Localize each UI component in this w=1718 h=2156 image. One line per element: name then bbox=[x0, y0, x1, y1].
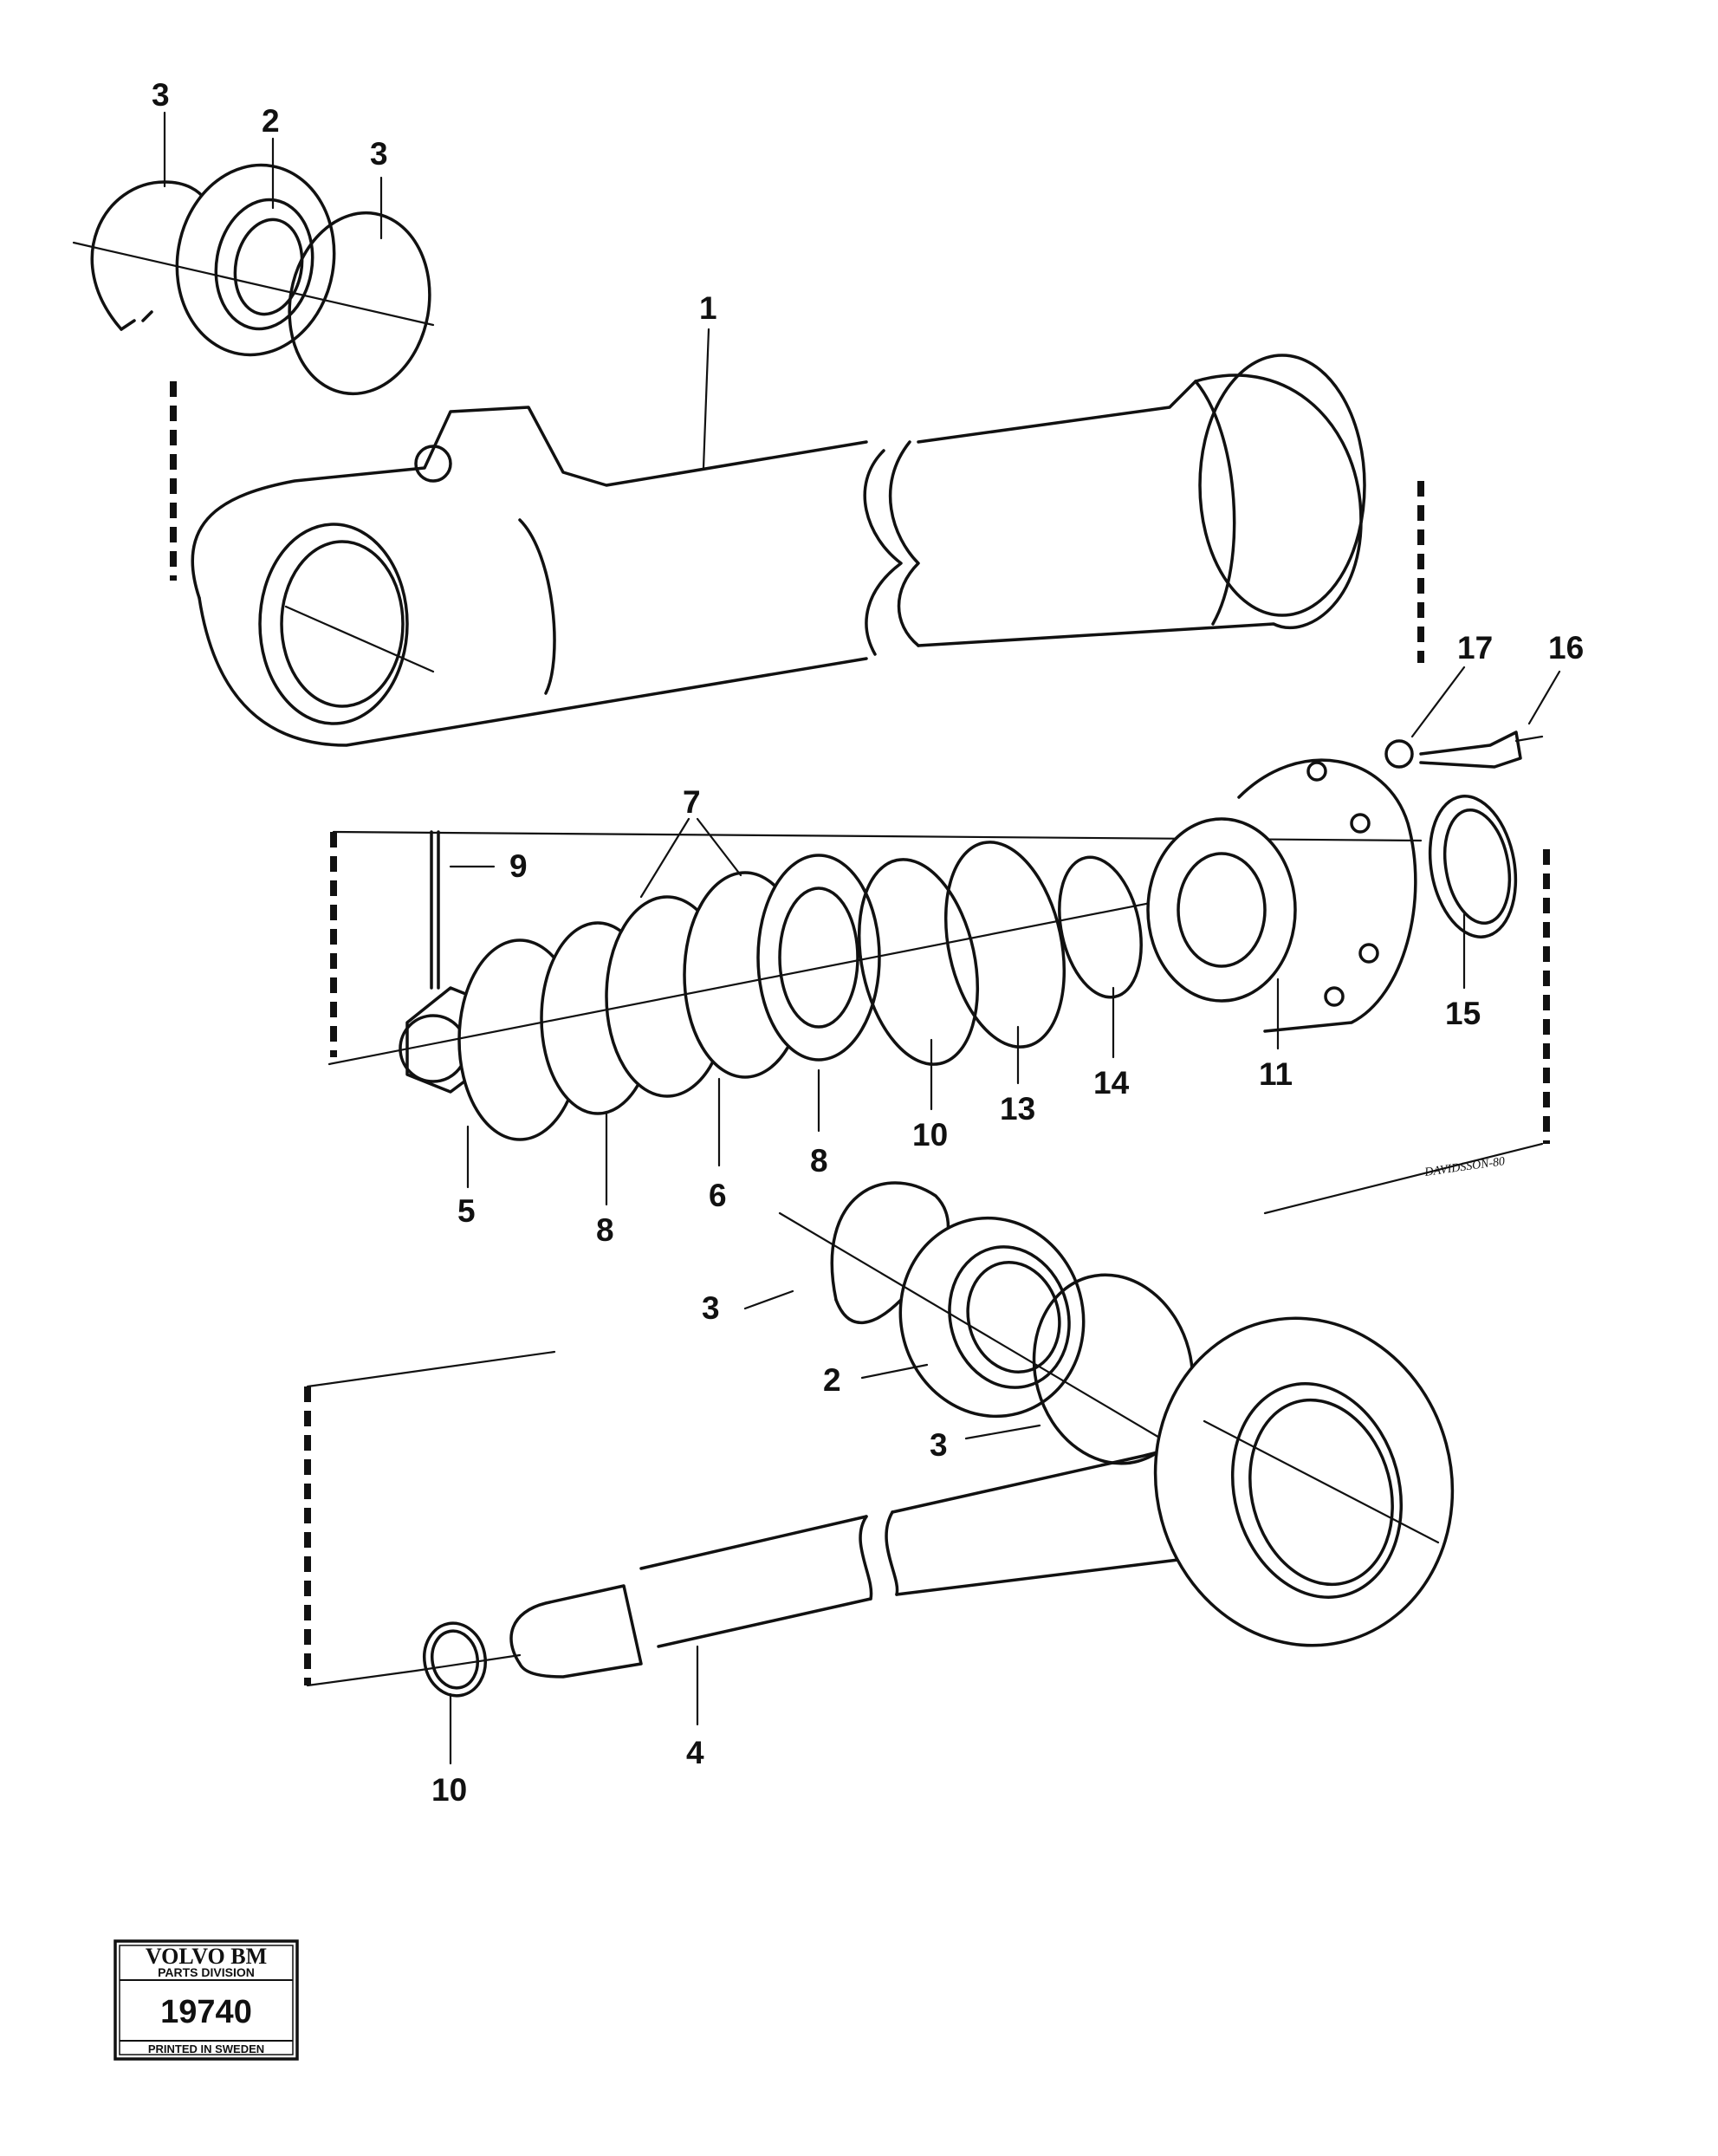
label-13: 13 bbox=[1000, 1091, 1035, 1127]
label-3-top-right: 3 bbox=[370, 136, 388, 172]
label-5: 5 bbox=[457, 1193, 476, 1229]
label-1: 1 bbox=[699, 290, 717, 326]
label-2-bottom: 2 bbox=[823, 1362, 841, 1398]
piston-assembly bbox=[327, 830, 1423, 1141]
cylinder-tube bbox=[191, 354, 1366, 747]
label-10-bottom: 10 bbox=[431, 1772, 467, 1808]
piston-rod bbox=[304, 1316, 1455, 1698]
part-labels: 3 2 3 1 17 16 7 9 5 8 6 8 10 13 14 11 15… bbox=[152, 77, 1584, 1808]
label-4: 4 bbox=[686, 1735, 704, 1770]
leader-lines bbox=[163, 111, 1561, 1765]
label-3-bottom-left: 3 bbox=[702, 1290, 720, 1326]
label-8-left: 8 bbox=[596, 1212, 614, 1248]
stamp-footer: PRINTED IN SWEDEN bbox=[148, 2042, 264, 2055]
label-14: 14 bbox=[1093, 1065, 1130, 1101]
stamp-number: 19740 bbox=[160, 1994, 252, 2030]
volvo-bm-stamp: VOLVO BM PARTS DIVISION 19740 PRINTED IN… bbox=[113, 1939, 299, 2061]
label-9: 9 bbox=[509, 848, 528, 884]
head-and-seals bbox=[857, 731, 1550, 1215]
label-10-middle: 10 bbox=[912, 1117, 948, 1153]
label-17: 17 bbox=[1457, 630, 1493, 666]
stamp-brand: VOLVO BM bbox=[146, 1944, 267, 1969]
top-bearing-assembly bbox=[72, 163, 435, 396]
label-15: 15 bbox=[1445, 996, 1481, 1031]
bottom-bearing-assembly bbox=[778, 1181, 1195, 1465]
label-8-right: 8 bbox=[810, 1143, 828, 1179]
label-7: 7 bbox=[683, 784, 701, 820]
stamp-division: PARTS DIVISION bbox=[158, 1965, 255, 1979]
label-2-top: 2 bbox=[262, 103, 280, 139]
label-11: 11 bbox=[1259, 1056, 1293, 1092]
label-3-top-left: 3 bbox=[152, 77, 170, 113]
label-16: 16 bbox=[1548, 630, 1584, 666]
label-3-bottom-right: 3 bbox=[930, 1427, 948, 1463]
draughtsman-signature: DAVIDSSON-80 bbox=[1423, 1155, 1506, 1179]
label-6: 6 bbox=[709, 1178, 727, 1213]
